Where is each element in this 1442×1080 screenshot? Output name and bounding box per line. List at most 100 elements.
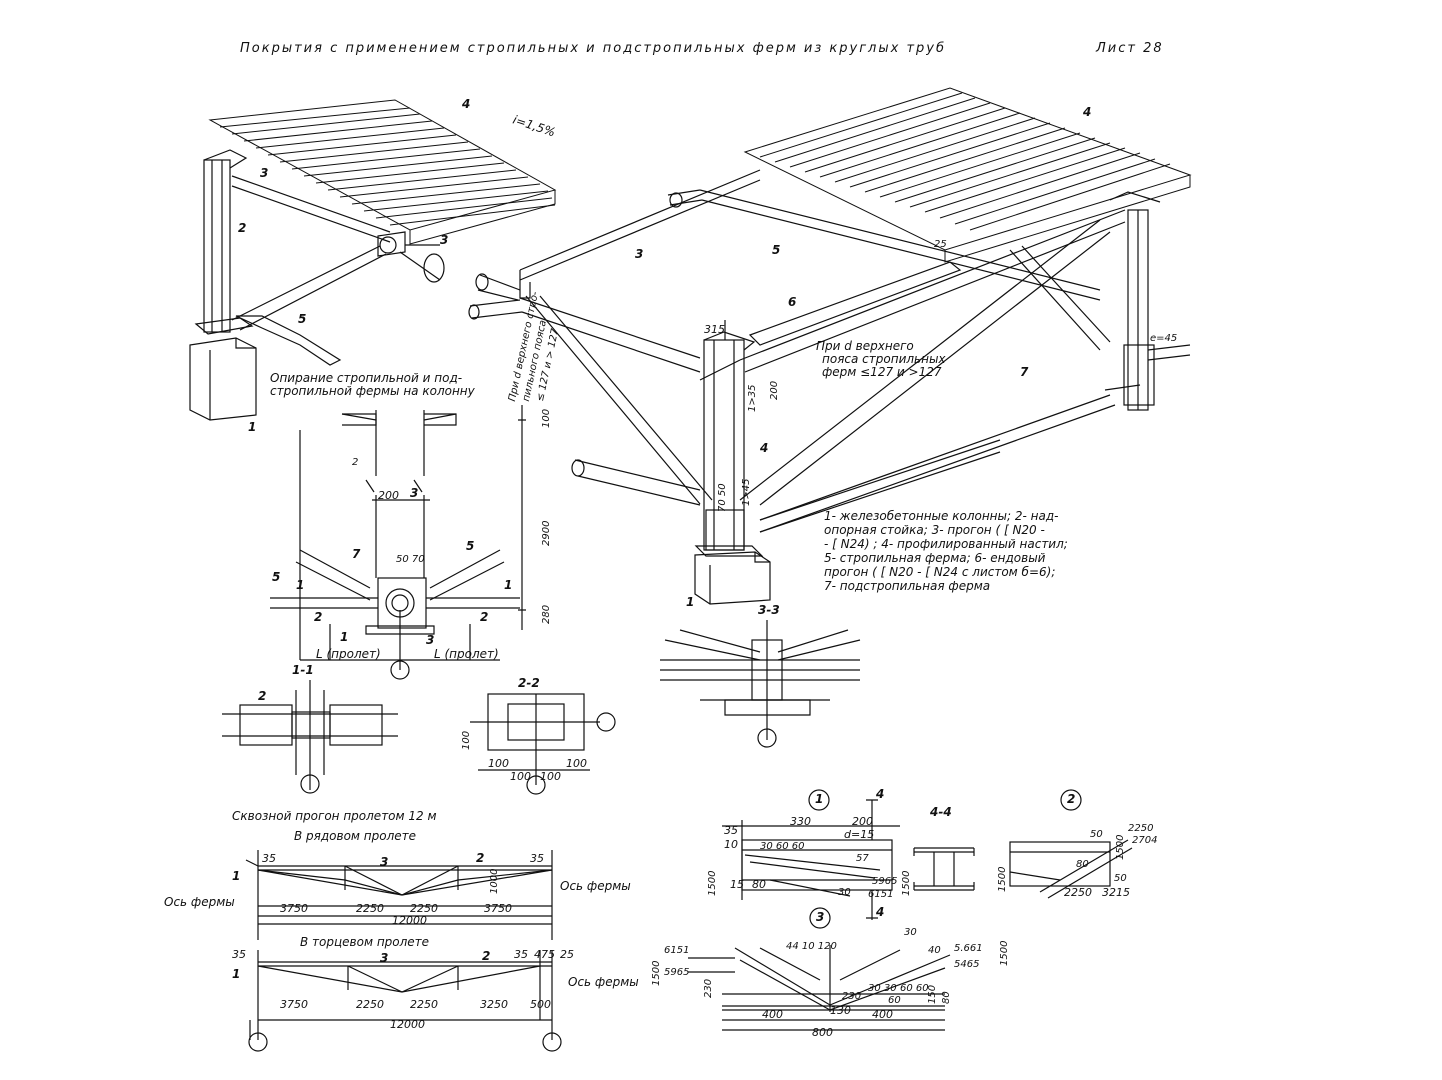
purlin-end-subtitle: В торцевом пролете bbox=[300, 935, 430, 949]
left-column bbox=[189, 149, 257, 421]
node-mark-3: 3 bbox=[410, 486, 419, 500]
d1-dim-1500: 1500 bbox=[707, 870, 718, 896]
d3-dim-400-right: 400 bbox=[872, 1008, 893, 1021]
detail-2-mark: 2 bbox=[1067, 792, 1076, 806]
purlin-axis-right: Ось фермы bbox=[560, 879, 631, 893]
d3-dim-5965: 5965 bbox=[664, 967, 690, 978]
legend-line-2: опорная стойка; 3- прогон ( [ N20 - bbox=[824, 523, 1045, 537]
row-seg-2: 2250 bbox=[356, 902, 384, 915]
section-3-3-title: 3-3 bbox=[758, 603, 780, 617]
node-detail bbox=[270, 405, 526, 680]
right-column bbox=[694, 320, 771, 605]
d3-dim-60: 60 bbox=[888, 995, 901, 1006]
d1-dim-57: 57 bbox=[856, 853, 869, 864]
dim-70-50: 70 50 bbox=[717, 483, 728, 512]
end-seg-4: 3250 bbox=[480, 998, 508, 1011]
d1-dim-35: 35 bbox=[724, 824, 738, 837]
end-seg-2: 2250 bbox=[356, 998, 384, 1011]
right-callout-5: 5 bbox=[772, 243, 781, 257]
detail-1 bbox=[722, 789, 900, 920]
legend-line-3: - [ N24) ; 4- профилированный настил; bbox=[824, 537, 1068, 551]
d3-dim-6151: 6151 bbox=[664, 945, 690, 956]
left-trusses bbox=[231, 175, 445, 366]
section-2-2-dim-c: 100 bbox=[540, 770, 561, 783]
row-dim-35-right: 35 bbox=[530, 852, 544, 865]
sheet-title: Покрытия с применением стропильных и под… bbox=[240, 41, 946, 56]
node-dim-200: 200 bbox=[378, 489, 399, 502]
node-dim-50-70: 50 70 bbox=[396, 554, 425, 565]
row-seg-1: 3750 bbox=[280, 902, 308, 915]
d3-dim-150: 150 bbox=[927, 984, 938, 1004]
row-total: 12000 bbox=[392, 914, 427, 927]
right-note-line1: При d верхнего bbox=[816, 339, 914, 353]
dim-25: 25 bbox=[934, 239, 947, 250]
d3-dim-5661: 5.661 bbox=[954, 943, 983, 954]
section-4-4 bbox=[913, 847, 975, 891]
left-callout-4: 4 bbox=[462, 97, 471, 111]
d2-dim-2250: 2250 bbox=[1128, 823, 1154, 834]
right-note-line2: пояса стропильных bbox=[822, 352, 946, 366]
legend-line-6: 7- подстропильная ферма bbox=[824, 579, 991, 593]
purlin-axis-left: Ось фермы bbox=[164, 895, 235, 909]
right-callout-4b: 4 bbox=[760, 441, 769, 455]
d2-dim-1500b: 1500 bbox=[1115, 834, 1126, 860]
end-seg-1: 3750 bbox=[280, 998, 308, 1011]
end-dim-475: 475 bbox=[534, 948, 555, 961]
dim-1-35: 1>35 bbox=[747, 384, 758, 412]
node-callout-1-bottom: 1 bbox=[340, 630, 349, 644]
d3-dim-30-30: 30 30 bbox=[868, 983, 897, 994]
right-callout-1: 1 bbox=[686, 595, 695, 609]
end-dim-35-right: 35 bbox=[514, 948, 528, 961]
right-callout-4: 4 bbox=[1083, 105, 1092, 119]
node-callout-2-top: 2 bbox=[352, 457, 359, 468]
node-dim-2900: 2900 bbox=[541, 520, 552, 546]
end-dim-25: 25 bbox=[560, 948, 574, 961]
right-callout-3: 3 bbox=[635, 247, 644, 261]
node-callout-1-left: 1 bbox=[296, 578, 305, 592]
section-3-3 bbox=[660, 620, 861, 748]
d3-dim-40: 40 bbox=[928, 945, 941, 956]
detail-1-mark: 1 bbox=[815, 792, 824, 806]
d3-dim-400-left: 400 bbox=[762, 1008, 783, 1021]
d3-dim-1500b: 1500 bbox=[999, 940, 1010, 966]
legend-line-1: 1- железобетонные колонны; 2- над- bbox=[824, 509, 1059, 523]
row-callout-3: 3 bbox=[380, 855, 389, 869]
d1-dim-30-60-60: 30 60 60 bbox=[760, 841, 805, 852]
end-callout-1: 1 bbox=[232, 967, 241, 981]
section-1-1-callout-2: 2 bbox=[258, 689, 267, 703]
d1-dim-330: 330 bbox=[790, 815, 811, 828]
section-2-2 bbox=[470, 693, 616, 795]
purlin-end-elevation bbox=[248, 950, 562, 1052]
section-1-1 bbox=[222, 680, 398, 794]
right-note-line3: ферм ≤127 и >127 bbox=[822, 365, 942, 379]
d2-dim-80: 80 bbox=[1076, 859, 1089, 870]
section-1-1-title: 1-1 bbox=[292, 663, 314, 677]
d3-dim-1500: 1500 bbox=[651, 960, 662, 986]
d2-dim-50b: 50 bbox=[1114, 873, 1127, 884]
dim-e-45: e=45 bbox=[1150, 333, 1178, 344]
d1-dim-80: 80 bbox=[752, 878, 766, 891]
section-4-4-title: 4-4 bbox=[930, 805, 952, 819]
node-dim-100: 100 bbox=[541, 408, 552, 428]
section-2-2-dim-d: 100 bbox=[566, 757, 587, 770]
d1-dim-6151: 6151 bbox=[868, 889, 894, 900]
end-total: 12000 bbox=[390, 1018, 425, 1031]
node-callout-2-left: 2 bbox=[314, 610, 323, 624]
end-callout-2: 2 bbox=[482, 949, 491, 963]
bearing-caption-line2: стропильной фермы на колонну bbox=[270, 384, 475, 398]
purlin-row-subtitle: В рядовом пролете bbox=[294, 829, 417, 843]
detail-3 bbox=[688, 907, 951, 1031]
end-seg-3: 2250 bbox=[410, 998, 438, 1011]
end-callout-3: 3 bbox=[380, 951, 389, 965]
d1-dim-5965: 5965 bbox=[872, 876, 898, 887]
left-callout-1: 1 bbox=[248, 420, 257, 434]
node-callout-7: 7 bbox=[352, 547, 361, 561]
d3-dim-60-60: 60 60 bbox=[900, 983, 929, 994]
left-callout-2: 2 bbox=[238, 221, 247, 235]
node-span-right: L (пролет) bbox=[434, 647, 499, 661]
node-callout-5-left: 5 bbox=[272, 570, 281, 584]
node-callout-1-right: 1 bbox=[504, 578, 513, 592]
far-column bbox=[1109, 191, 1191, 411]
dim-200-iso: 200 bbox=[769, 380, 780, 400]
row-seg-4: 3750 bbox=[484, 902, 512, 915]
